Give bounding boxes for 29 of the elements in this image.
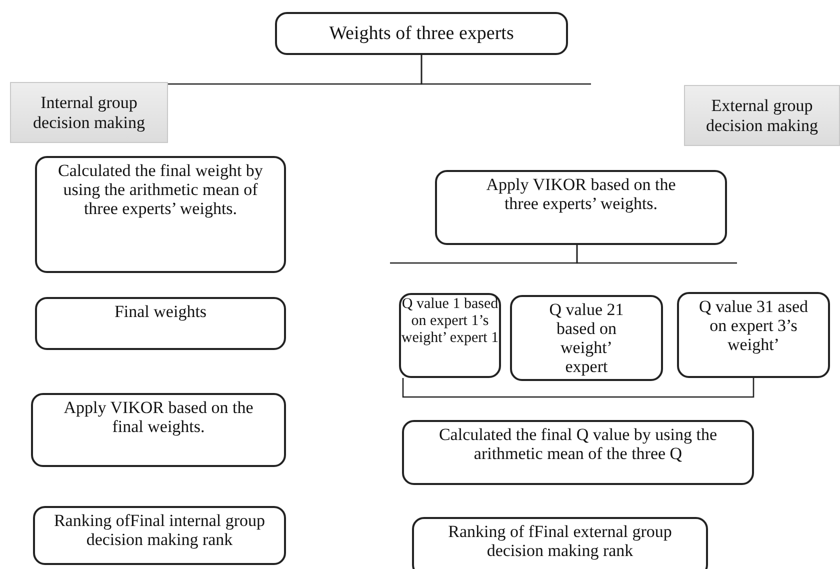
node-text: Apply VIKOR based on the final weights. [62,398,254,436]
node-text: Q value 31 ased on expert 3’s weight’ [698,297,810,354]
process-box [275,12,568,55]
process-box [35,297,286,350]
node-text: Ranking ofFinal internal group decision making rank [52,511,266,550]
process-box [677,292,830,378]
connector-line [576,245,737,264]
process-box [35,156,286,273]
process-box [33,506,286,565]
process-box [412,517,708,569]
group-label-box [10,82,168,143]
process-box [31,393,286,467]
node-text: Final weights [114,302,207,322]
process-box [402,420,754,485]
process-box [435,170,727,245]
connector-line [402,378,754,398]
node-text: Internal group decision making [32,93,146,132]
node-text: Apply VIKOR based on the three experts’ weights. [485,175,677,214]
group-label-box [684,85,840,146]
node-text: Ranking of fFinal external group decision making rank [447,522,673,560]
node-text: Q value 21 based on weight’ expert [548,300,625,376]
process-box [510,295,663,381]
connector-line [420,55,591,85]
node-text: Calculated the final Q value by using the arithmetic mean of the three Q [438,425,718,464]
node-text: Weights of three experts [329,22,514,44]
process-box [399,293,501,378]
node-text: External group decision making [705,96,819,135]
node-text: Calculated the final weight by using the arithmetic mean of three experts’ weights. [57,161,264,218]
node-text: Q value 1 based on expert 1’s weight’ expert 1 [401,296,499,346]
